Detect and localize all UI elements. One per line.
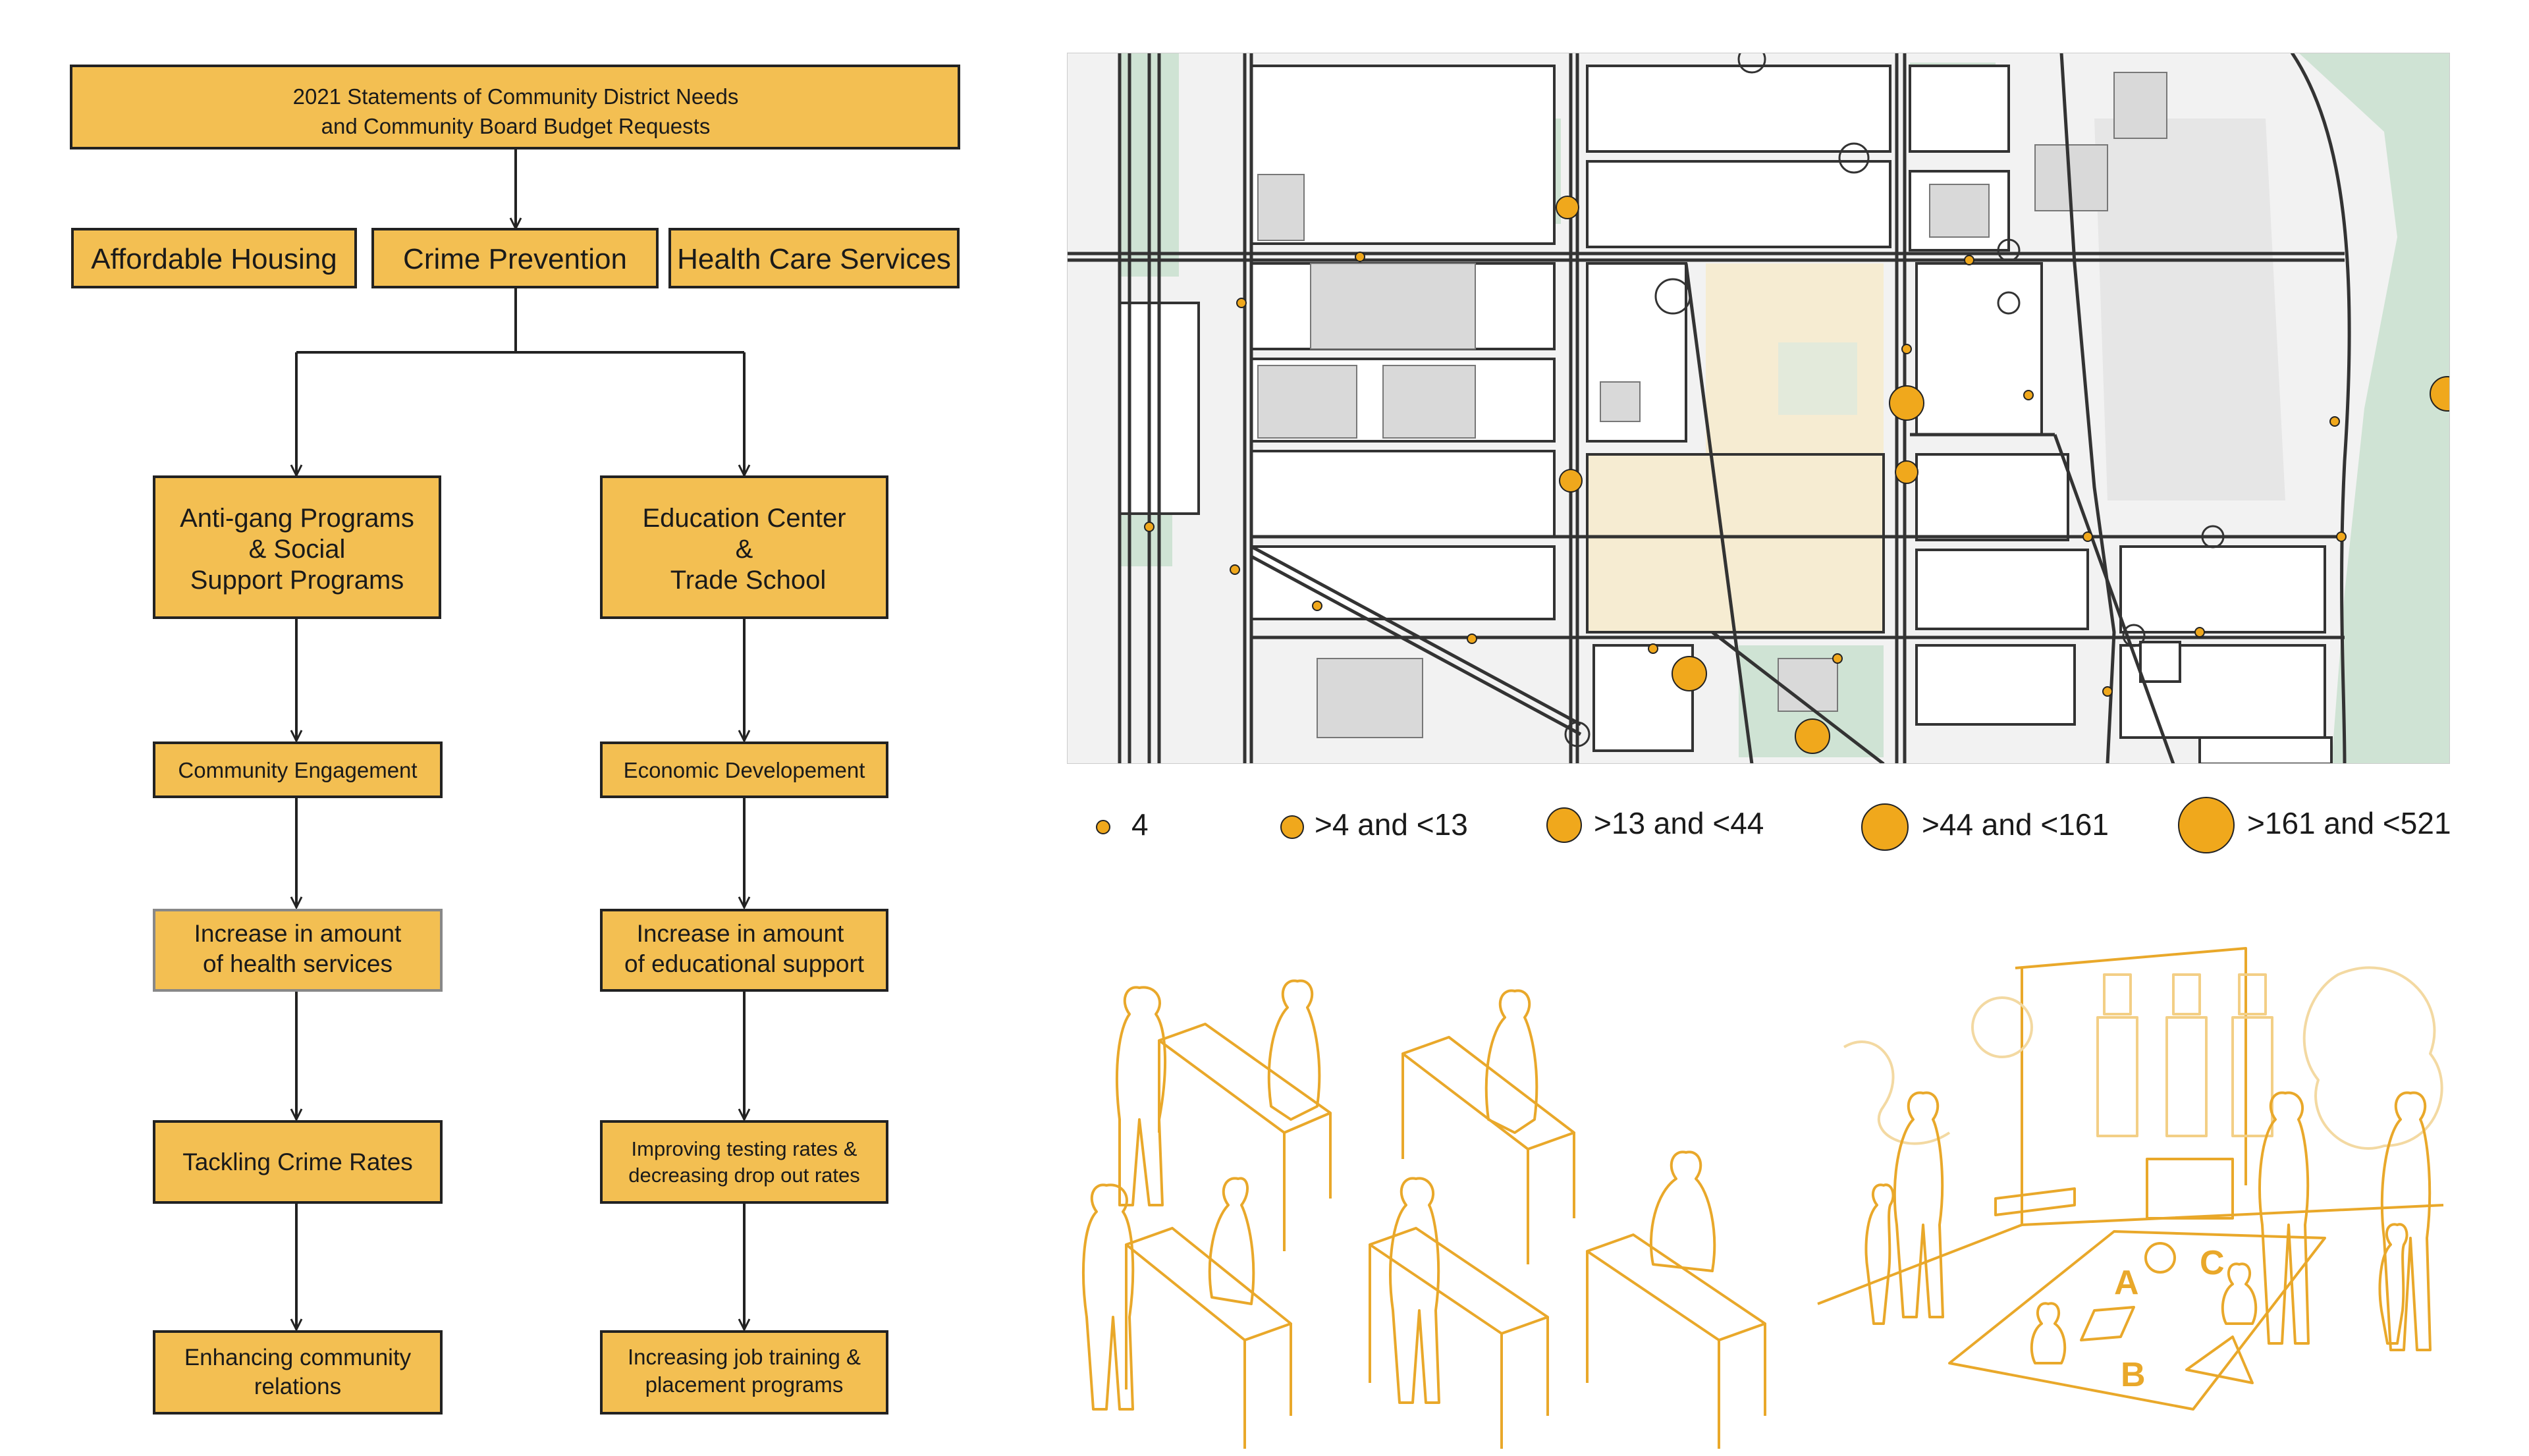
right-step-3: Improving testing rates & decreasing dro… [600, 1120, 888, 1204]
svg-text:Increase in amount: Increase in amount [194, 920, 402, 947]
svg-text:Health Care Services: Health Care Services [677, 243, 951, 275]
legend-dot-4 [1861, 803, 1909, 851]
svg-text:Crime Prevention: Crime Prevention [403, 243, 627, 275]
legend-item-5: >161 and <521 [2178, 797, 2451, 853]
svg-text:&: & [736, 535, 753, 564]
rug [1948, 1230, 2326, 1411]
flowchart: 2021 Statements of Community District Ne… [70, 65, 960, 1415]
svg-text:>44 and <161: >44 and <161 [1922, 807, 2109, 842]
svg-text:Increase in amount: Increase in amount [637, 920, 844, 947]
svg-text:Enhancing community: Enhancing community [184, 1345, 412, 1370]
right-step-4: Increasing job training & placement prog… [600, 1330, 888, 1415]
need-health-care-services: Health Care Services [668, 228, 960, 288]
header-box: 2021 Statements of Community District Ne… [70, 65, 960, 149]
svg-text:& Social: & Social [249, 535, 346, 564]
header-line-1: 2021 Statements of Community District Ne… [293, 84, 739, 109]
svg-text:4: 4 [1131, 807, 1149, 842]
svg-text:relations: relations [254, 1374, 341, 1399]
table [1125, 1227, 1292, 1341]
right-step-2: Increase in amount of educational suppor… [600, 909, 888, 992]
rug-letter-a: A [2114, 1264, 2139, 1302]
legend-dot-3 [1546, 807, 1582, 843]
svg-text:Anti-gang Programs: Anti-gang Programs [180, 504, 414, 533]
flowchart-connectors [296, 148, 744, 1330]
svg-text:Community Engagement: Community Engagement [178, 758, 417, 782]
svg-text:>13 and <44: >13 and <44 [1594, 806, 1764, 840]
rug-letter-b: B [2121, 1356, 2146, 1394]
classroom-sketch: A C B [1817, 947, 2444, 1411]
table [1369, 1227, 1549, 1335]
svg-text:Tackling Crime Rates: Tackling Crime Rates [182, 1148, 413, 1175]
shelf [2146, 1158, 2234, 1220]
map-legend: 4 >4 and <13 >13 and <44 >44 and <161 >1… [1096, 797, 2451, 853]
rug-letter-c: C [2200, 1244, 2225, 1282]
legend-item-3: >13 and <44 [1546, 806, 1764, 843]
room-wall [2015, 947, 2247, 1225]
left-step-1: Community Engagement [153, 741, 443, 798]
legend-dot-5 [2178, 797, 2235, 853]
left-step-4: Enhancing community relations [153, 1330, 443, 1415]
legend-dot-1 [1096, 820, 1110, 834]
left-step-2: Increase in amount of health services [153, 909, 443, 992]
bench [1994, 1187, 2076, 1216]
header-line-2: and Community Board Budget Requests [321, 114, 711, 138]
right-step-1: Economic Developement [600, 741, 888, 798]
left-program-box: Anti-gang Programs & Social Support Prog… [153, 475, 441, 619]
svg-text:Affordable Housing: Affordable Housing [91, 243, 337, 275]
right-program-box: Education Center & Trade School [600, 475, 888, 619]
legend-dot-2 [1280, 815, 1304, 839]
legend-item-4: >44 and <161 [1861, 803, 2109, 851]
svg-text:Economic Developement: Economic Developement [624, 758, 865, 782]
person-figures [1082, 979, 1716, 1411]
room-floor-line [1817, 1204, 2444, 1305]
svg-text:>161 and <521: >161 and <521 [2247, 806, 2451, 840]
svg-text:Trade School: Trade School [670, 566, 826, 595]
map-open-circles [1564, 53, 2225, 747]
svg-text:Improving testing rates &: Improving testing rates & [632, 1137, 857, 1160]
need-affordable-housing: Affordable Housing [71, 228, 357, 288]
legend-item-2: >4 and <13 [1280, 807, 1468, 842]
classroom-people [1864, 1091, 2432, 1364]
rug-triangle [2185, 1335, 2254, 1384]
rug-circle [2144, 1242, 2176, 1274]
svg-text:of health services: of health services [203, 950, 393, 977]
map-incident-dots [1144, 196, 2450, 754]
workshop-sketch [1082, 979, 1766, 1449]
svg-text:Increasing job training &: Increasing job training & [628, 1345, 861, 1369]
svg-text:placement programs: placement programs [645, 1372, 844, 1397]
need-crime-prevention: Crime Prevention [371, 228, 659, 288]
legend-item-1: 4 [1096, 807, 1149, 842]
svg-text:Education Center: Education Center [642, 504, 846, 533]
svg-text:>4 and <13: >4 and <13 [1315, 807, 1468, 842]
svg-text:Support Programs: Support Programs [190, 566, 404, 595]
wall-art [1843, 966, 2443, 1150]
table [1158, 1023, 1332, 1134]
left-step-3: Tackling Crime Rates [153, 1120, 443, 1204]
rug-square [2080, 1306, 2135, 1341]
map-streets [1067, 53, 2351, 764]
table [1586, 1233, 1766, 1341]
svg-text:decreasing drop out rates: decreasing drop out rates [628, 1164, 860, 1187]
svg-text:of educational support: of educational support [624, 950, 865, 977]
toy-soldiers [2096, 973, 2273, 1137]
neighborhood-map [1067, 53, 2450, 764]
